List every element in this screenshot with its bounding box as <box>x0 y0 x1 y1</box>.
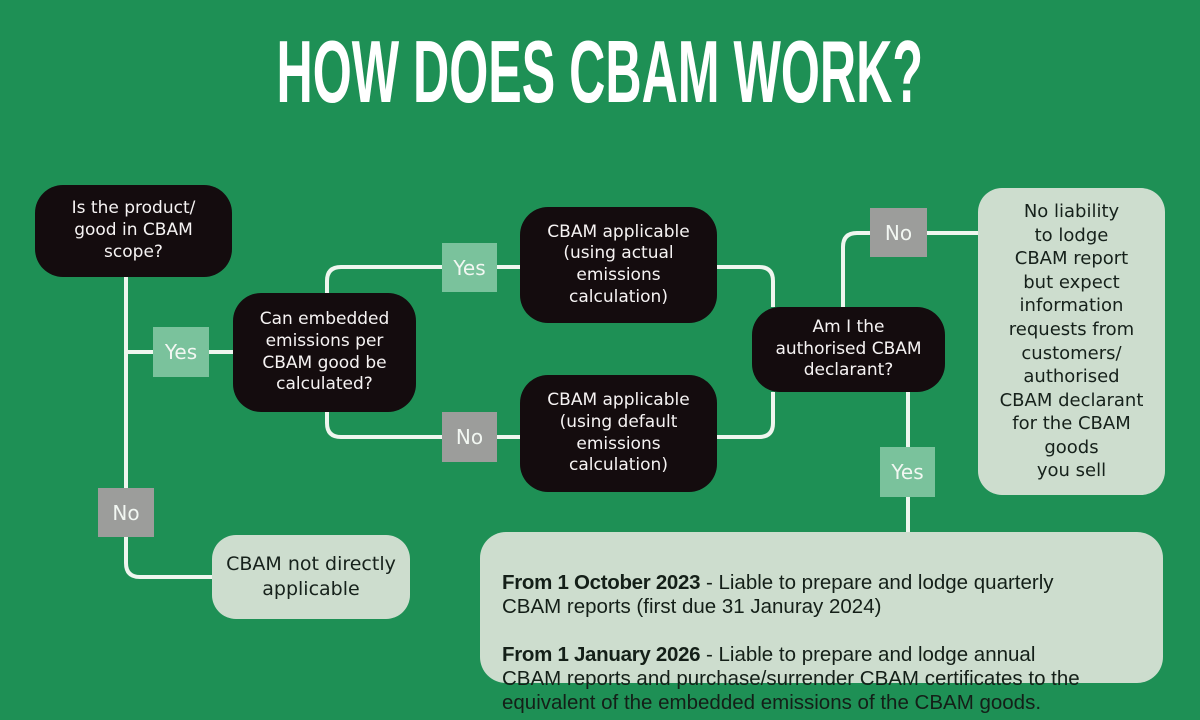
timeline-entry-2023-date: From 1 October 2023 <box>502 570 701 594</box>
question-product-scope: Is the product/ good in CBAM scope? <box>35 185 232 277</box>
branch-label-yes-1: Yes <box>153 327 209 377</box>
branch-label-yes-2: Yes <box>442 243 497 292</box>
timeline-entry-2026: From 1 January 2026 - Liable to prepare … <box>502 643 1143 715</box>
timeline-entry-2023-text: - Liable to prepare and lodge quarterly … <box>502 570 1054 618</box>
page-title: HOW DOES CBAM WORK? <box>276 23 924 122</box>
outcome-not-applicable: CBAM not directly applicable <box>212 535 410 619</box>
page-title-container: HOW DOES CBAM WORK? <box>0 22 1200 122</box>
connector-embedded-yes-to-actual <box>325 265 520 293</box>
branch-label-no-1: No <box>98 488 154 537</box>
timeline-entry-2023: From 1 October 2023 - Liable to prepare … <box>502 571 1143 619</box>
outcome-default-emissions: CBAM applicable (using default emissions… <box>520 375 717 492</box>
timeline-entry-2026-date: From 1 January 2026 <box>502 642 701 666</box>
outcome-actual-emissions: CBAM applicable (using actual emissions … <box>520 207 717 323</box>
connector-declarant-to-no <box>841 231 870 307</box>
outcome-no-liability: No liability to lodge CBAM report but ex… <box>978 188 1165 495</box>
branch-label-no-3: No <box>870 208 927 257</box>
branch-label-no-2: No <box>442 412 497 462</box>
connector-scope-to-notapplicable <box>124 277 212 579</box>
connector-actual-to-declarant <box>717 265 775 307</box>
question-authorised-declarant: Am I the authorised CBAM declarant? <box>752 307 945 392</box>
connector-default-to-declarant <box>717 392 775 439</box>
branch-label-yes-3: Yes <box>880 447 935 497</box>
timeline-panel: From 1 October 2023 - Liable to prepare … <box>480 532 1163 714</box>
question-embedded-emissions: Can embedded emissions per CBAM good be … <box>233 293 416 412</box>
connector-embedded-no-to-default <box>325 412 520 439</box>
timeline-entry-2026-text: - Liable to prepare and lodge annual CBA… <box>502 642 1080 714</box>
